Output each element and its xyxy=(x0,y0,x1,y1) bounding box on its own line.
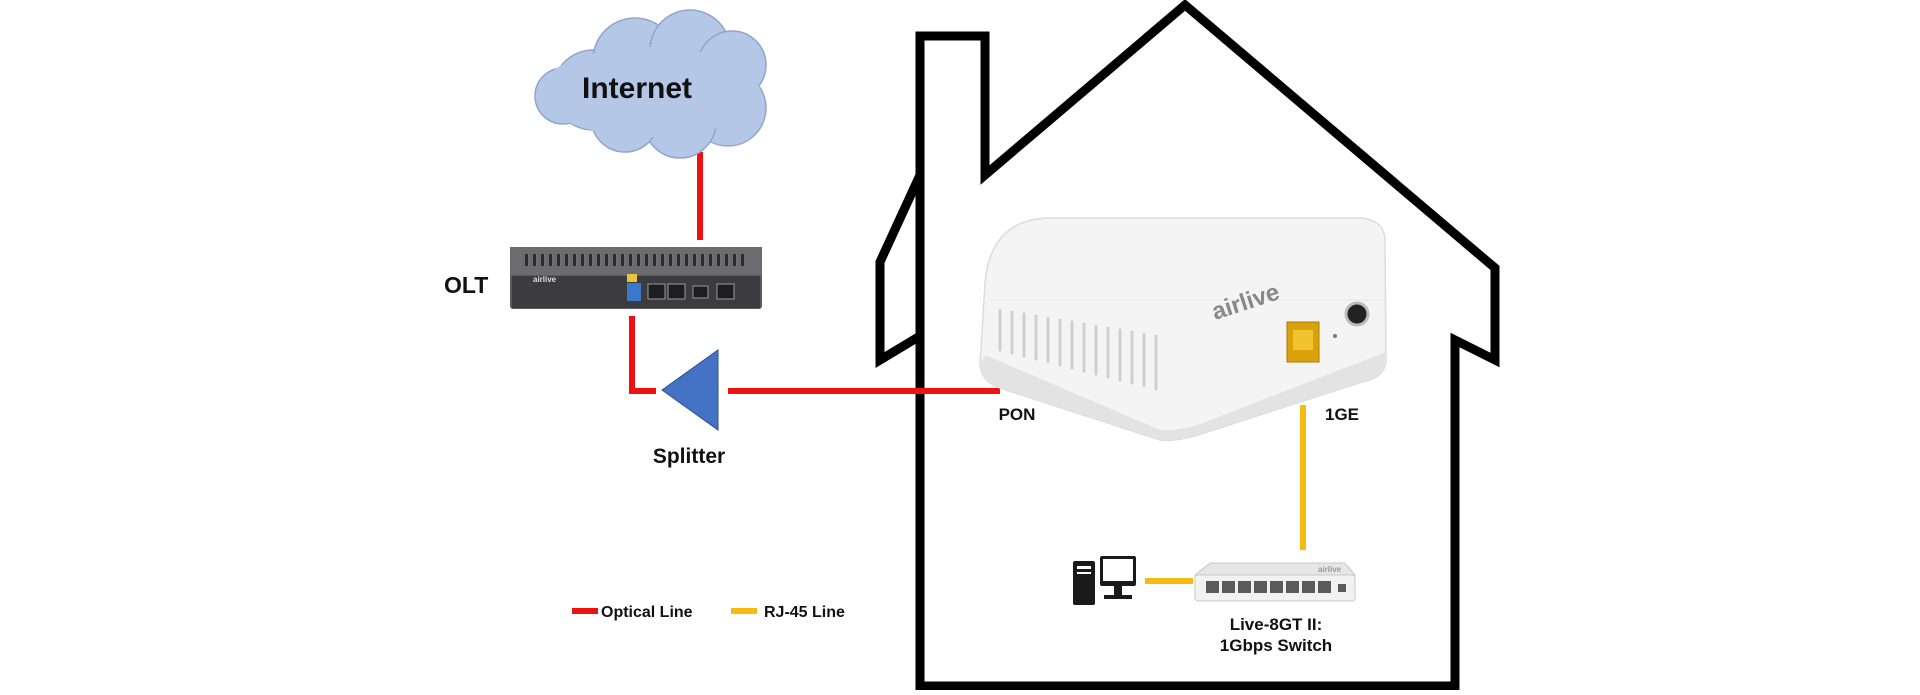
olt-device-icon: airlive xyxy=(510,247,762,309)
splitter-triangle-icon xyxy=(661,349,719,431)
switch-label-line2: 1Gbps Switch xyxy=(1220,636,1332,655)
legend-optical-label: Optical Line xyxy=(601,604,693,621)
legend: Optical Line RJ-45 Line xyxy=(572,604,845,621)
switch-label-line1: Live-8GT II: xyxy=(1230,615,1323,634)
optical-lines xyxy=(629,152,1000,394)
network-switch-icon: airlive xyxy=(1193,562,1357,602)
onu-device-icon: airlive xyxy=(979,217,1387,442)
legend-rj45-label: RJ-45 Line xyxy=(764,604,845,621)
desktop-computer-icon xyxy=(1073,556,1136,605)
olt-splitter-optical-line xyxy=(629,316,656,394)
internet-label: Internet xyxy=(582,72,692,105)
house-outline-icon xyxy=(875,0,1500,691)
olt-brand-text: airlive xyxy=(533,275,557,284)
ge-label: 1GE xyxy=(1325,405,1359,424)
switch-brand-text: airlive xyxy=(1318,565,1342,574)
rj45-lines xyxy=(1145,405,1306,584)
pon-label: PON xyxy=(999,405,1036,424)
olt-label: OLT xyxy=(444,272,488,298)
splitter-label: Splitter xyxy=(653,445,725,468)
onu-power-jack xyxy=(1344,301,1370,327)
cloud-icon xyxy=(534,9,767,159)
